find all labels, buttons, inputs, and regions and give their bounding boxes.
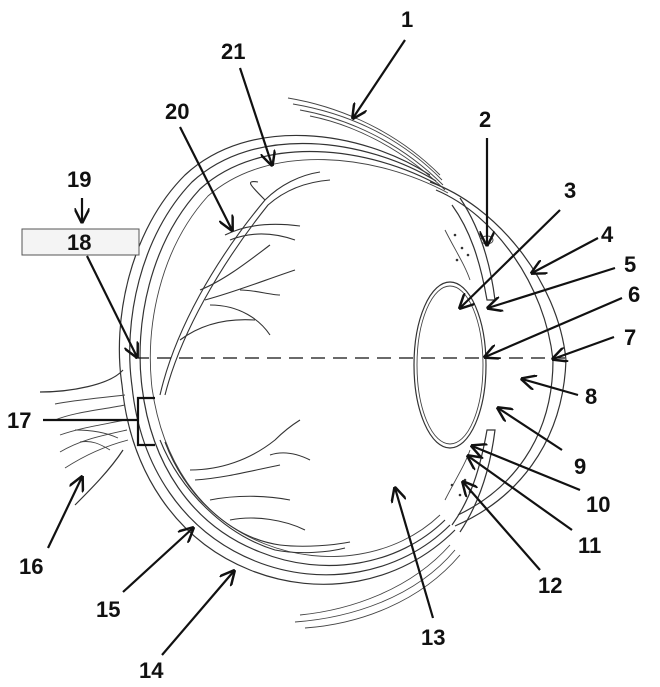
label-6: 6 bbox=[628, 282, 640, 307]
label-9: 9 bbox=[574, 454, 586, 479]
cornea bbox=[429, 181, 567, 527]
label-1: 1 bbox=[401, 7, 413, 32]
label-15: 15 bbox=[96, 597, 120, 622]
extraocular-muscle-bottom bbox=[294, 544, 461, 629]
label-12: 12 bbox=[538, 573, 562, 598]
label-17: 17 bbox=[7, 408, 31, 433]
label-2: 2 bbox=[479, 107, 491, 132]
label-19: 19 bbox=[67, 167, 91, 192]
label-13: 13 bbox=[421, 625, 445, 650]
optic-nerve bbox=[39, 369, 129, 506]
optic-disc-bracket bbox=[136, 396, 155, 447]
label-3: 3 bbox=[564, 178, 576, 203]
label-10: 10 bbox=[586, 492, 610, 517]
retinal-vessels bbox=[159, 171, 351, 554]
label-8: 8 bbox=[585, 384, 597, 409]
label-7: 7 bbox=[624, 325, 636, 350]
label-4: 4 bbox=[601, 222, 614, 247]
lens bbox=[413, 281, 487, 449]
label-5: 5 bbox=[624, 252, 636, 277]
iris-ciliary-body bbox=[444, 197, 496, 533]
label-11: 11 bbox=[578, 533, 601, 558]
label-16: 16 bbox=[19, 554, 43, 579]
label-20: 20 bbox=[165, 99, 189, 124]
label-14: 14 bbox=[139, 658, 164, 683]
label-18: 18 bbox=[67, 230, 91, 255]
leader-lines bbox=[43, 39, 623, 656]
sclera-layers bbox=[118, 134, 456, 585]
label-18-box bbox=[21, 228, 140, 256]
number-labels: 1 2 3 4 5 6 7 8 9 10 11 12 13 14 15 16 1… bbox=[7, 7, 640, 683]
label-21: 21 bbox=[221, 39, 245, 64]
